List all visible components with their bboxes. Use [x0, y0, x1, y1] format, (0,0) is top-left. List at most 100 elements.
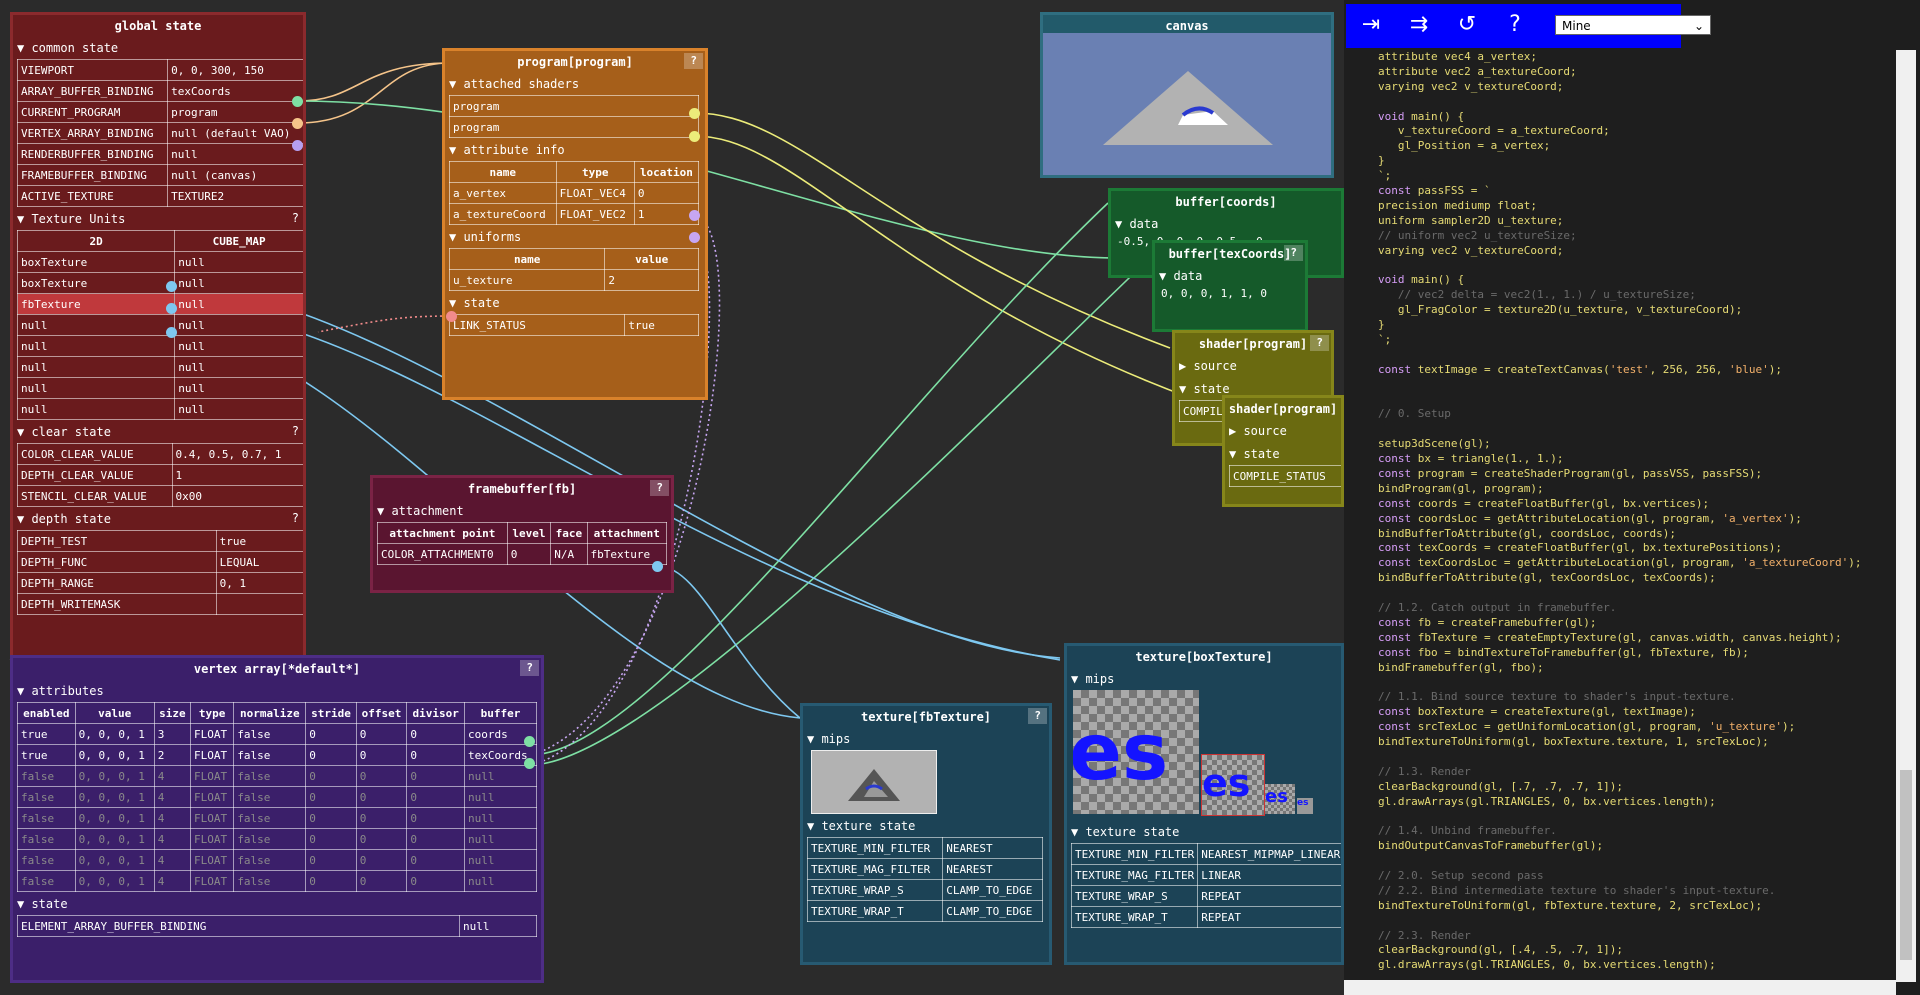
texture-state-header[interactable]: ▼ texture state [807, 819, 916, 833]
column-header: type [555, 161, 635, 183]
vertical-scrollbar[interactable] [1896, 50, 1916, 982]
table-cell: 0, 0, 0, 1 [74, 849, 155, 871]
table-cell: DEPTH_CLEAR_VALUE [17, 464, 173, 486]
table-cell: boxTexture [16, 251, 176, 273]
connector-dot[interactable] [524, 758, 535, 769]
table-cell: true [1340, 465, 1341, 487]
help-button[interactable]: ? [1284, 245, 1303, 261]
run-icon[interactable]: ⇉ [1409, 12, 1429, 37]
help-icon[interactable]: ? [291, 424, 299, 438]
buffer-texcoords-panel[interactable]: buffer[texCoords]? ▼ data 0, 0, 0, 1, 1,… [1152, 240, 1308, 332]
column-header: divisor [406, 702, 465, 724]
state-header[interactable]: ▼ state [1179, 382, 1230, 396]
shader-panel-2[interactable]: shader[program] ▶ source ▼ state COMPILE… [1222, 395, 1344, 507]
connector-dot[interactable] [524, 736, 535, 747]
framebuffer-panel[interactable]: framebuffer[fb]? ▼ attachment attachment… [370, 475, 674, 593]
texture-state-header[interactable]: ▼ texture state [1071, 825, 1180, 839]
table-cell: REPEAT [1197, 906, 1341, 928]
code-line [1378, 95, 1888, 110]
attribute-info-header[interactable]: ▼ attribute info [449, 143, 565, 157]
clear-state-header[interactable]: ▼ clear state? [17, 424, 299, 439]
depth-state-header[interactable]: ▼ depth state? [17, 511, 299, 526]
column-header: normalize [233, 702, 307, 724]
code-line: // 1.3. Render [1378, 764, 1471, 778]
texture-units-header[interactable]: ▼ Texture Units? [17, 211, 299, 226]
canvas-panel[interactable]: canvas [1040, 12, 1334, 178]
state-header[interactable]: ▼ state [449, 296, 500, 310]
connector-dot[interactable] [166, 303, 177, 314]
help-icon[interactable]: ? [291, 511, 299, 525]
code-text[interactable]: attribute vec4 a_vertex;attribute vec2 a… [1378, 50, 1888, 973]
mips-header[interactable]: ▼ mips [1071, 672, 1115, 686]
help-button[interactable]: ? [520, 660, 539, 676]
table-cell: FLOAT_VEC2 [555, 203, 635, 225]
code-editor[interactable]: attribute vec4 a_vertex;attribute vec2 a… [1344, 0, 1920, 995]
connector-dot[interactable] [689, 232, 700, 243]
connector-dot[interactable] [689, 131, 700, 142]
help-button[interactable]: ? [684, 53, 703, 69]
connector-dot[interactable] [689, 108, 700, 119]
texture-fbtexture-panel[interactable]: texture[fbTexture]? ▼ mips ▼ texture sta… [800, 703, 1052, 965]
code-line: const bx = triangle(1., 1.); [1378, 452, 1564, 466]
attributes-header[interactable]: ▼ attributes [17, 684, 104, 698]
scroll-thumb[interactable] [1900, 770, 1912, 960]
data-header[interactable]: ▼ data [1115, 217, 1159, 231]
connector-dot[interactable] [446, 311, 457, 322]
data-header[interactable]: ▼ data [1159, 269, 1203, 283]
table-cell: FLOAT [189, 744, 235, 766]
code-line: // 0. Setup [1378, 407, 1451, 421]
table-cell: FLOAT [189, 723, 235, 745]
table-cell: 0, 1 [215, 572, 303, 594]
state-header[interactable]: ▼ state [1229, 447, 1280, 461]
help-icon[interactable]: ? [1509, 12, 1521, 37]
table-cell: 2 [604, 269, 699, 291]
source-header[interactable]: ▶ source [1179, 359, 1237, 373]
help-button[interactable]: ? [1028, 708, 1047, 724]
table-cell: 4 [153, 807, 191, 829]
table-cell: 0, 0, 0, 1 [74, 828, 155, 850]
step-icon[interactable]: ⇥ [1361, 12, 1381, 37]
table-cell: 0 [305, 723, 357, 745]
uniforms-header[interactable]: ▼ uniforms [449, 230, 522, 244]
code-line: varying vec2 v_textureCoord; [1378, 243, 1564, 257]
table-cell: 0, 0, 0, 1 [74, 807, 155, 829]
common-state-header[interactable]: ▼ common state [17, 41, 119, 55]
attachment-header[interactable]: ▼ attachment [377, 504, 464, 518]
mips-header[interactable]: ▼ mips [807, 732, 851, 746]
connector-dot[interactable] [689, 210, 700, 221]
help-icon[interactable]: ? [291, 211, 299, 225]
panel-title: shader[program] [1228, 402, 1338, 416]
source-header[interactable]: ▶ source [1229, 424, 1287, 438]
attached-shaders-header[interactable]: ▼ attached shaders [449, 77, 580, 91]
connector-dot[interactable] [652, 561, 663, 572]
panel-title: buffer[coords] [1175, 195, 1277, 209]
connector-dot[interactable] [166, 327, 177, 338]
connector-dot[interactable] [292, 140, 303, 151]
table-cell: 3 [153, 723, 191, 745]
help-button[interactable]: ? [650, 480, 669, 496]
horizontal-scrollbar[interactable] [1344, 980, 1896, 995]
table-cell: 0 [633, 182, 700, 204]
example-select[interactable]: Mine⌄ [1555, 15, 1711, 35]
program-panel[interactable]: program[program]? ▼ attached shaders pro… [442, 48, 708, 400]
vertex-array-panel[interactable]: vertex array[*default*]? ▼ attributes en… [10, 655, 544, 983]
table-cell: true [17, 723, 76, 745]
code-line: bindProgram(gl, program); [1378, 481, 1544, 495]
table-cell: program [167, 101, 303, 123]
table-cell: 0 [355, 828, 408, 850]
help-button[interactable]: ? [1310, 335, 1329, 351]
connector-dot[interactable] [292, 96, 303, 107]
table-cell: FLOAT [189, 849, 235, 871]
restart-icon[interactable]: ↺ [1457, 12, 1477, 37]
connector-dot[interactable] [292, 118, 303, 129]
texture-boxtexture-panel[interactable]: texture[boxTexture] ▼ mips es es es es ▼… [1064, 643, 1344, 965]
connector-dot[interactable] [166, 281, 177, 292]
vao-state-header[interactable]: ▼ state [17, 897, 68, 911]
